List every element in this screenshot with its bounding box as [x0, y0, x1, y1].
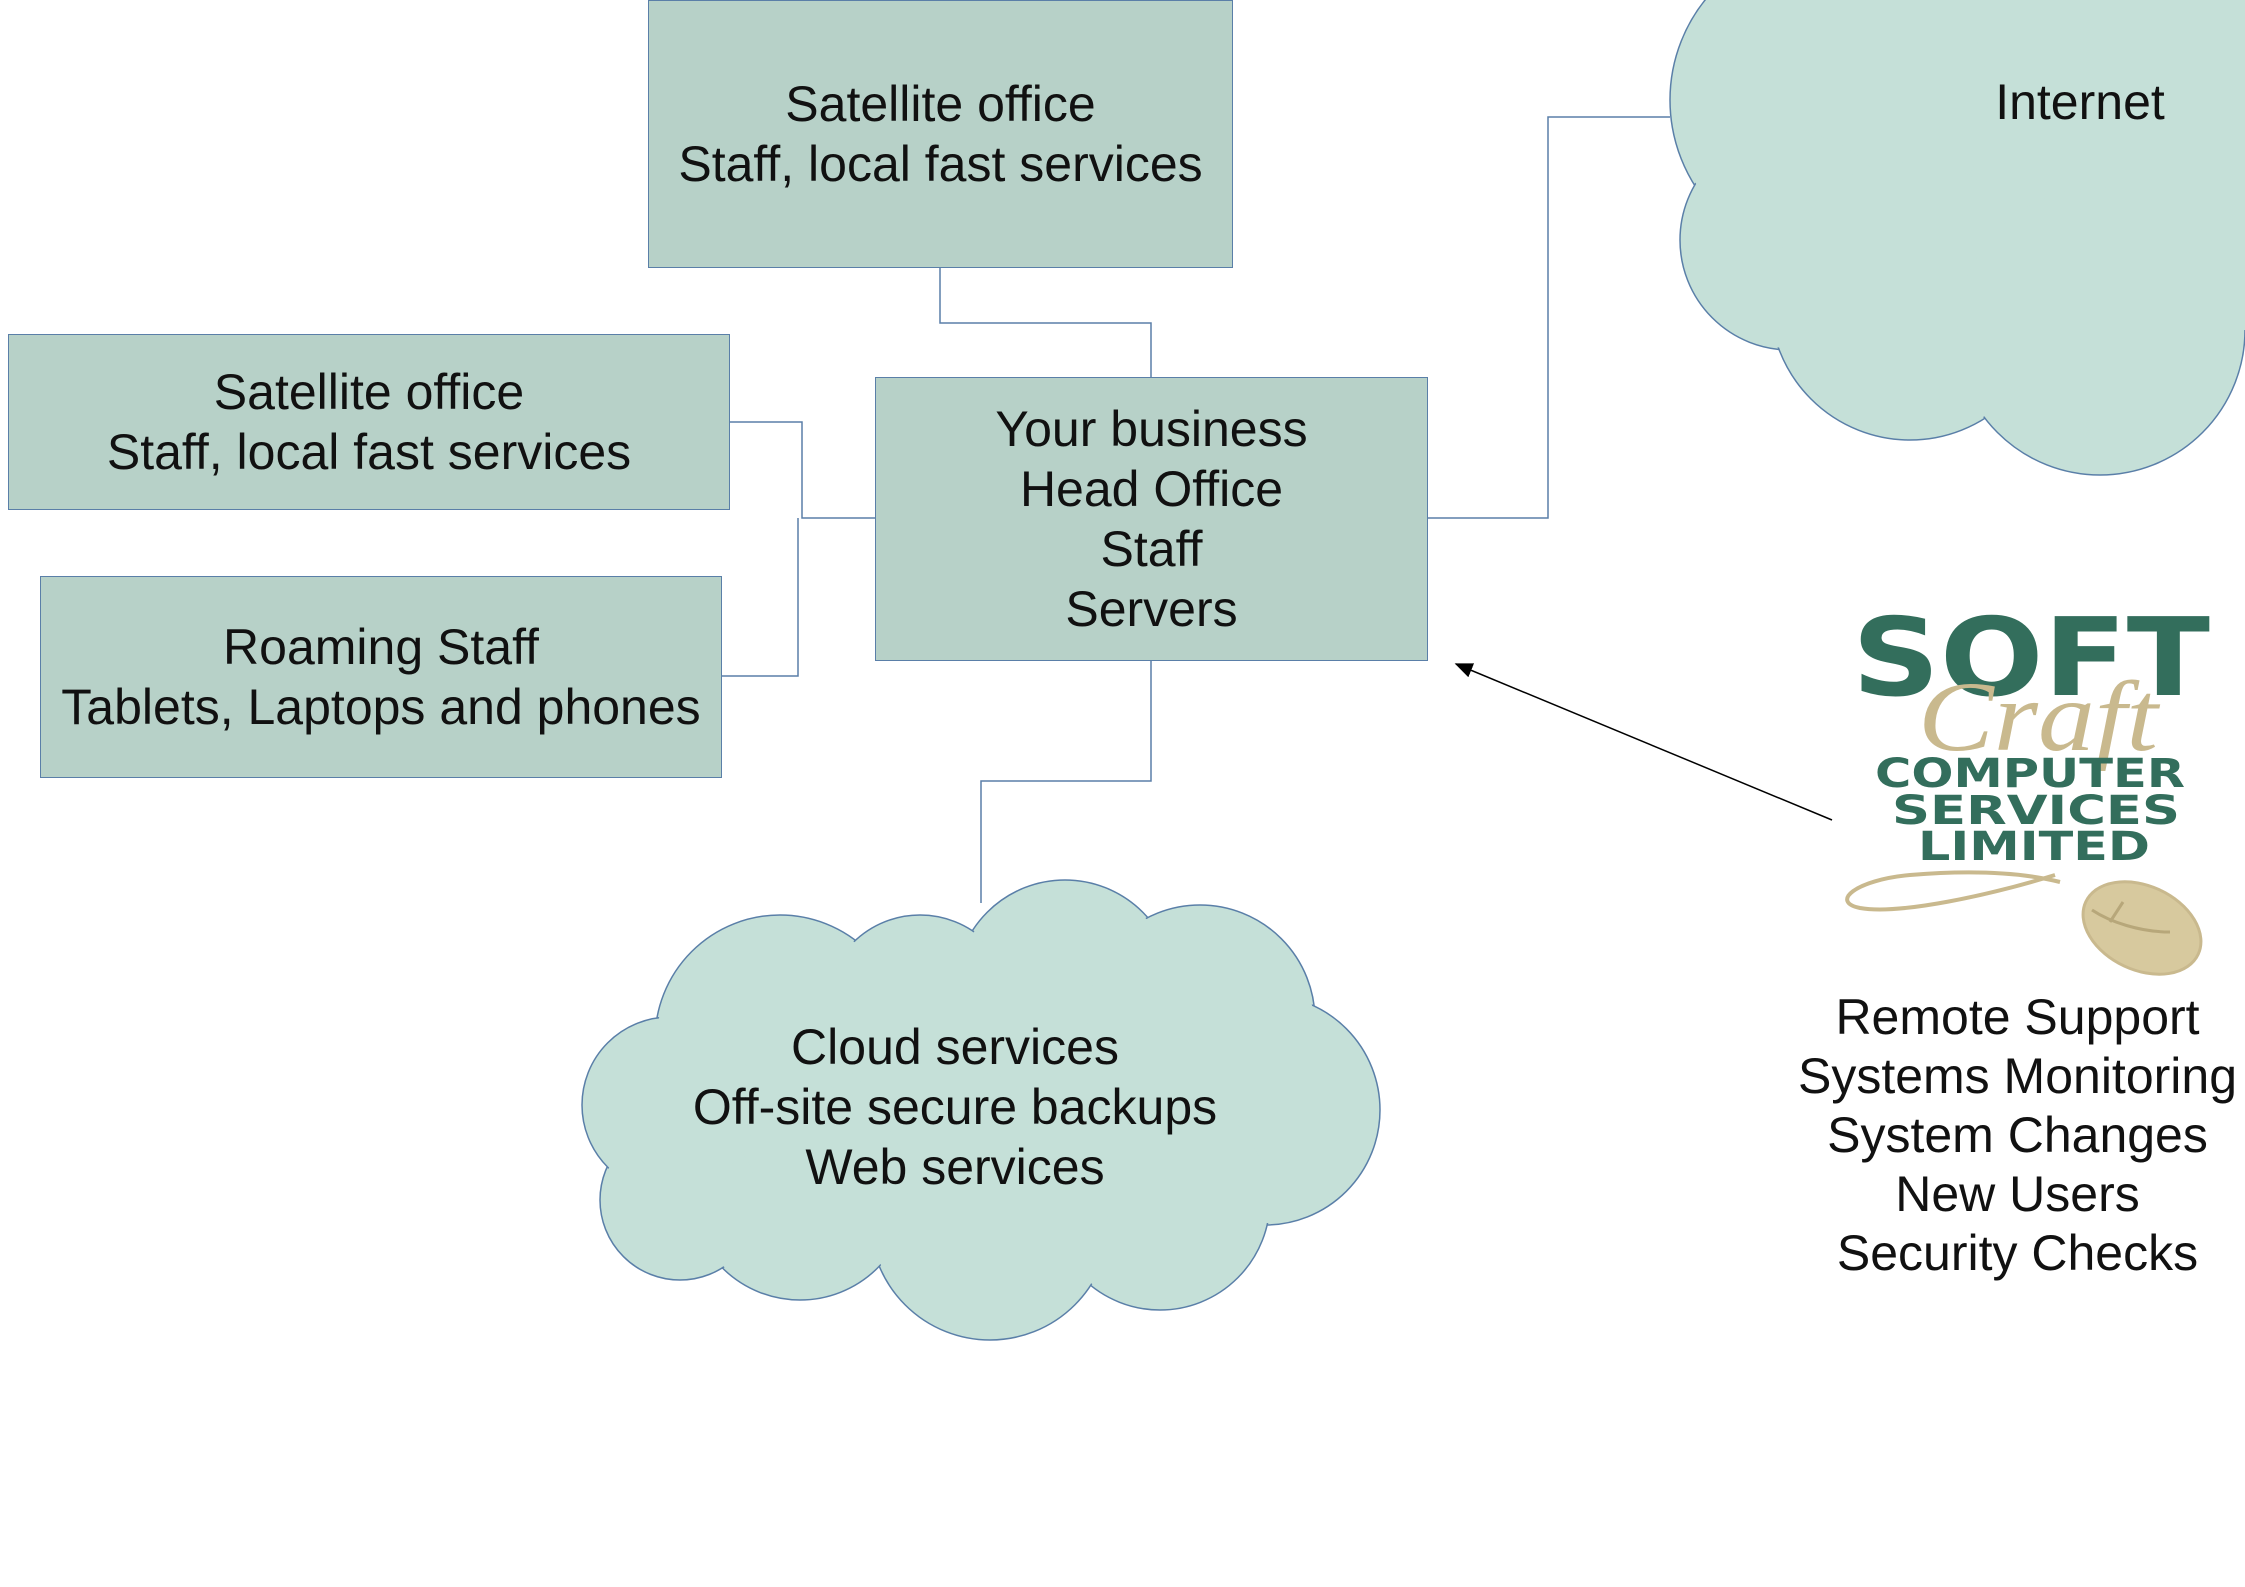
cloud-services-line-3: Web services — [805, 1139, 1105, 1195]
cloud-services-cloud — [581, 879, 1381, 1341]
connector-satellite-left — [729, 421, 875, 519]
softcraft-logo: SOFT Craft COMPUTER SERVICES LIMITED — [1845, 610, 2210, 976]
cloud-services-label: Cloud services Off-site secure backups W… — [640, 1017, 1270, 1197]
internet-label: Internet — [1940, 72, 2220, 132]
cloud-services-line-1: Cloud services — [791, 1019, 1119, 1075]
roaming-line-1: Roaming Staff — [223, 619, 539, 675]
satellite-office-top-box: Satellite office Staff, local fast servi… — [648, 0, 1233, 268]
logo-word-craft: Craft — [1918, 661, 2161, 772]
head-office-line-4: Servers — [1065, 581, 1238, 637]
satellite-left-line-2: Staff, local fast services — [106, 424, 632, 480]
internet-text: Internet — [1995, 74, 2165, 130]
support-arrow — [1454, 663, 1833, 821]
service-item: Systems Monitoring — [1797, 1048, 2238, 1104]
service-item: New Users — [1895, 1166, 2140, 1222]
logo-line-computer: COMPUTER — [1875, 751, 2185, 797]
service-item: Security Checks — [1836, 1225, 2199, 1281]
logo-line-limited: LIMITED — [1918, 824, 2150, 870]
satellite-top-line-1: Satellite office — [785, 76, 1096, 132]
internet-cloud — [1669, 0, 2245, 476]
logo-word-soft: SOFT — [1852, 610, 2210, 721]
satellite-top-line-2: Staff, local fast services — [678, 136, 1203, 192]
head-office-line-2: Head Office — [1019, 461, 1284, 517]
roaming-line-2: Tablets, Laptops and phones — [61, 679, 701, 735]
connector-satellite-top — [939, 268, 1152, 377]
connector-cloud-services — [980, 661, 1152, 903]
head-office-box: Your business Head Office Staff Servers — [875, 377, 1428, 661]
satellite-office-left-box: Satellite office Staff, local fast servi… — [8, 334, 730, 510]
service-item: System Changes — [1827, 1107, 2208, 1163]
logo-line-services: SERVICES — [1892, 788, 2180, 834]
cloud-services-line-2: Off-site secure backups — [692, 1079, 1218, 1135]
mouse-icon — [2081, 880, 2203, 976]
satellite-left-line-1: Satellite office — [213, 364, 525, 420]
service-item: Remote Support — [1835, 989, 2200, 1045]
support-services-list: Remote Support Systems Monitoring System… — [1790, 988, 2245, 1283]
head-office-line-1: Your business — [995, 401, 1308, 457]
connector-roaming — [721, 518, 799, 677]
head-office-line-3: Staff — [1100, 521, 1203, 577]
logo-swoosh — [1845, 870, 2061, 912]
connector-internet — [1427, 116, 1670, 519]
roaming-staff-box: Roaming Staff Tablets, Laptops and phone… — [40, 576, 722, 778]
